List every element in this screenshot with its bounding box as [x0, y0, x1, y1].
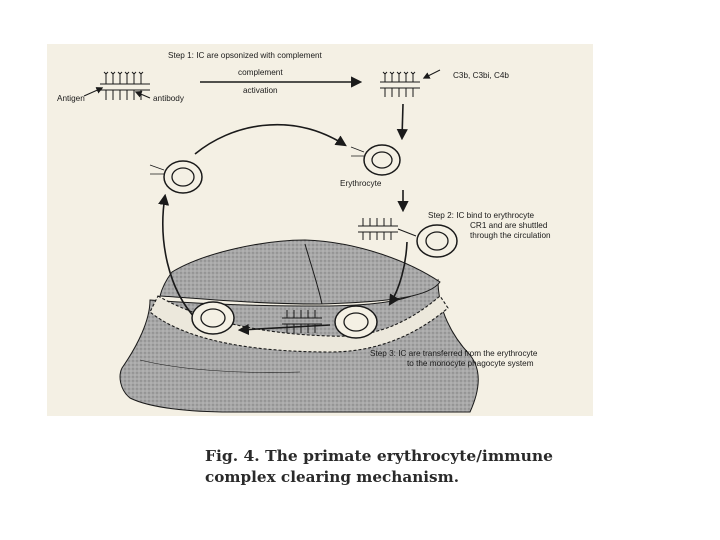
erythrocyte-step2 [416, 224, 458, 258]
immune-complex-step1-left [83, 71, 151, 100]
label-antibody: antibody [153, 94, 185, 103]
arrow-top-arc [194, 123, 347, 155]
label-step1: Step 1: IC are opsonized with complement [168, 51, 323, 60]
label-step2-line1: Step 2: IC bind to erythrocyte [428, 211, 534, 220]
label-antigen: Antigen [57, 94, 85, 103]
immune-complex-transfer [282, 310, 322, 333]
label-step2-line2: CR1 and are shuttled [470, 221, 548, 230]
label-complement: complement [238, 68, 283, 77]
erythrocyte-left-in-liver [191, 301, 235, 335]
label-complement-factors: C3b, C3bi, C4b [453, 71, 509, 80]
liver-upper-lobe [159, 239, 441, 305]
figure-caption: Fig. 4. The primate erythrocyte/immune c… [205, 447, 553, 486]
liver-lower-edge-detail [139, 359, 301, 373]
label-step3-line1: Step 3: IC are transferred from the eryt… [370, 349, 538, 358]
diagram-labels: Step 1: IC are opsonized with complement… [57, 51, 551, 368]
caption-line2: complex clearing mechanism. [205, 468, 459, 486]
immune-complex-step2 [358, 218, 417, 240]
caption-line1: Fig. 4. The primate erythrocyte/immune [205, 447, 553, 465]
erythrocyte-left [149, 160, 203, 194]
liver-vessel-band [149, 295, 449, 353]
label-step3-line2: to the monocyte phagocyte system [407, 359, 534, 368]
immune-complex-step1-right [380, 69, 441, 97]
erythrocyte-right-in-liver [334, 305, 378, 339]
label-step2-line3: through the circulation [470, 231, 551, 240]
arrow-step1-to-erythrocyte [396, 103, 408, 141]
arrow-left-arc [158, 193, 198, 321]
erythrocyte-top [350, 144, 401, 176]
circulation-loop [158, 76, 409, 336]
arrow-right-descent [388, 241, 408, 306]
label-erythrocyte: Erythrocyte [340, 179, 382, 188]
liver-fissure [304, 243, 323, 305]
label-activation: activation [243, 86, 278, 95]
